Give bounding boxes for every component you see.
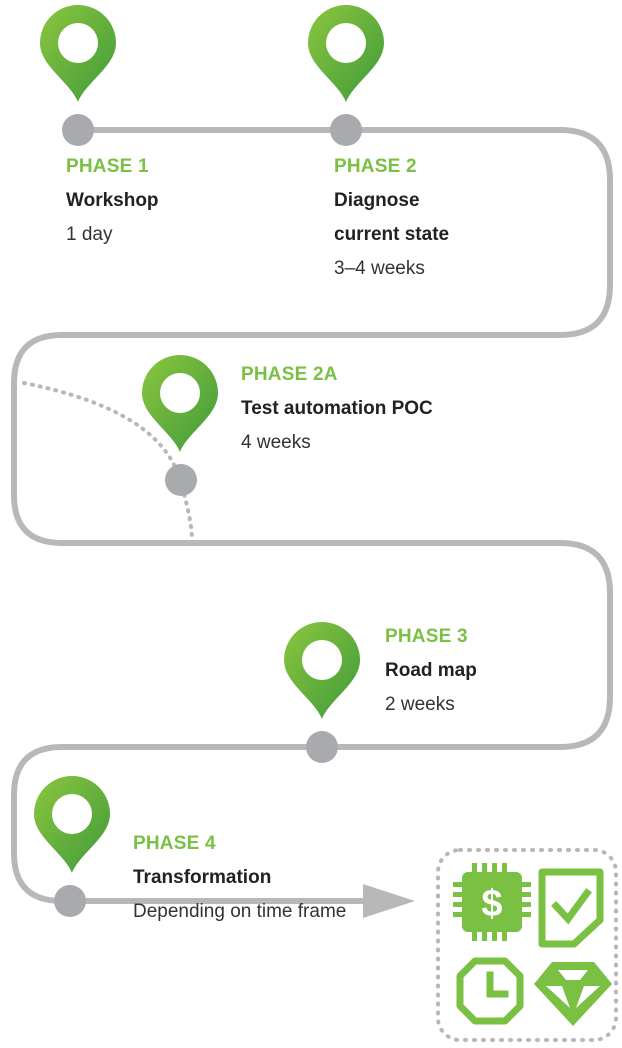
branch-dotted-path [22, 381, 194, 542]
milestone-dot-phase-4 [54, 885, 86, 917]
phase-label: PHASE 4 [133, 833, 216, 854]
chip-dollar-icon: $ [453, 863, 531, 941]
location-pin-icon [142, 355, 218, 452]
phase-label: PHASE 2 [334, 156, 417, 177]
phase-2-label-group: PHASE 2 Diagnose current state 3–4 weeks [334, 150, 449, 286]
phase-label: PHASE 2A [241, 364, 338, 385]
location-pin-icon [40, 5, 116, 102]
phase-title: Diagnose [334, 190, 420, 211]
phase-title: Workshop [66, 190, 159, 211]
phase-title-line-2: current state [334, 224, 450, 245]
phase-duration: 2 weeks [385, 694, 455, 715]
location-pin-icon [308, 5, 384, 102]
location-pin-icon [34, 776, 110, 873]
location-pin-icon [284, 622, 360, 719]
shield-check-icon [538, 868, 604, 948]
phase-1-label-group: PHASE 1 Workshop 1 day [66, 150, 159, 252]
phase-duration: 4 weeks [241, 432, 311, 453]
roadmap-track [11, 127, 613, 904]
phase-label: PHASE 3 [385, 626, 468, 647]
phase-4-label-group: PHASE 4 Transformation Depending on time… [133, 827, 346, 929]
outcome-box [436, 848, 618, 1042]
svg-text:$: $ [481, 883, 502, 925]
phase-duration: 1 day [66, 224, 113, 245]
phase-title: Transformation [133, 867, 272, 888]
milestone-dot-phase-2 [330, 114, 362, 146]
phase-2a-label-group: PHASE 2A Test automation POC 4 weeks [241, 358, 433, 460]
phase-title: Test automation POC [241, 398, 433, 419]
phase-label: PHASE 1 [66, 156, 149, 177]
milestone-dot-phase-3 [306, 731, 338, 763]
phase-title: Road map [385, 660, 477, 681]
milestone-dot-phase-1 [62, 114, 94, 146]
phase-3-label-group: PHASE 3 Road map 2 weeks [385, 620, 477, 722]
arrow-head-icon [363, 884, 415, 918]
phase-duration: Depending on time frame [133, 901, 347, 922]
clock-icon [456, 957, 524, 1025]
diamond-icon [534, 962, 612, 1026]
milestone-dot-phase-2a [165, 464, 197, 496]
phase-duration: 3–4 weeks [334, 258, 425, 279]
